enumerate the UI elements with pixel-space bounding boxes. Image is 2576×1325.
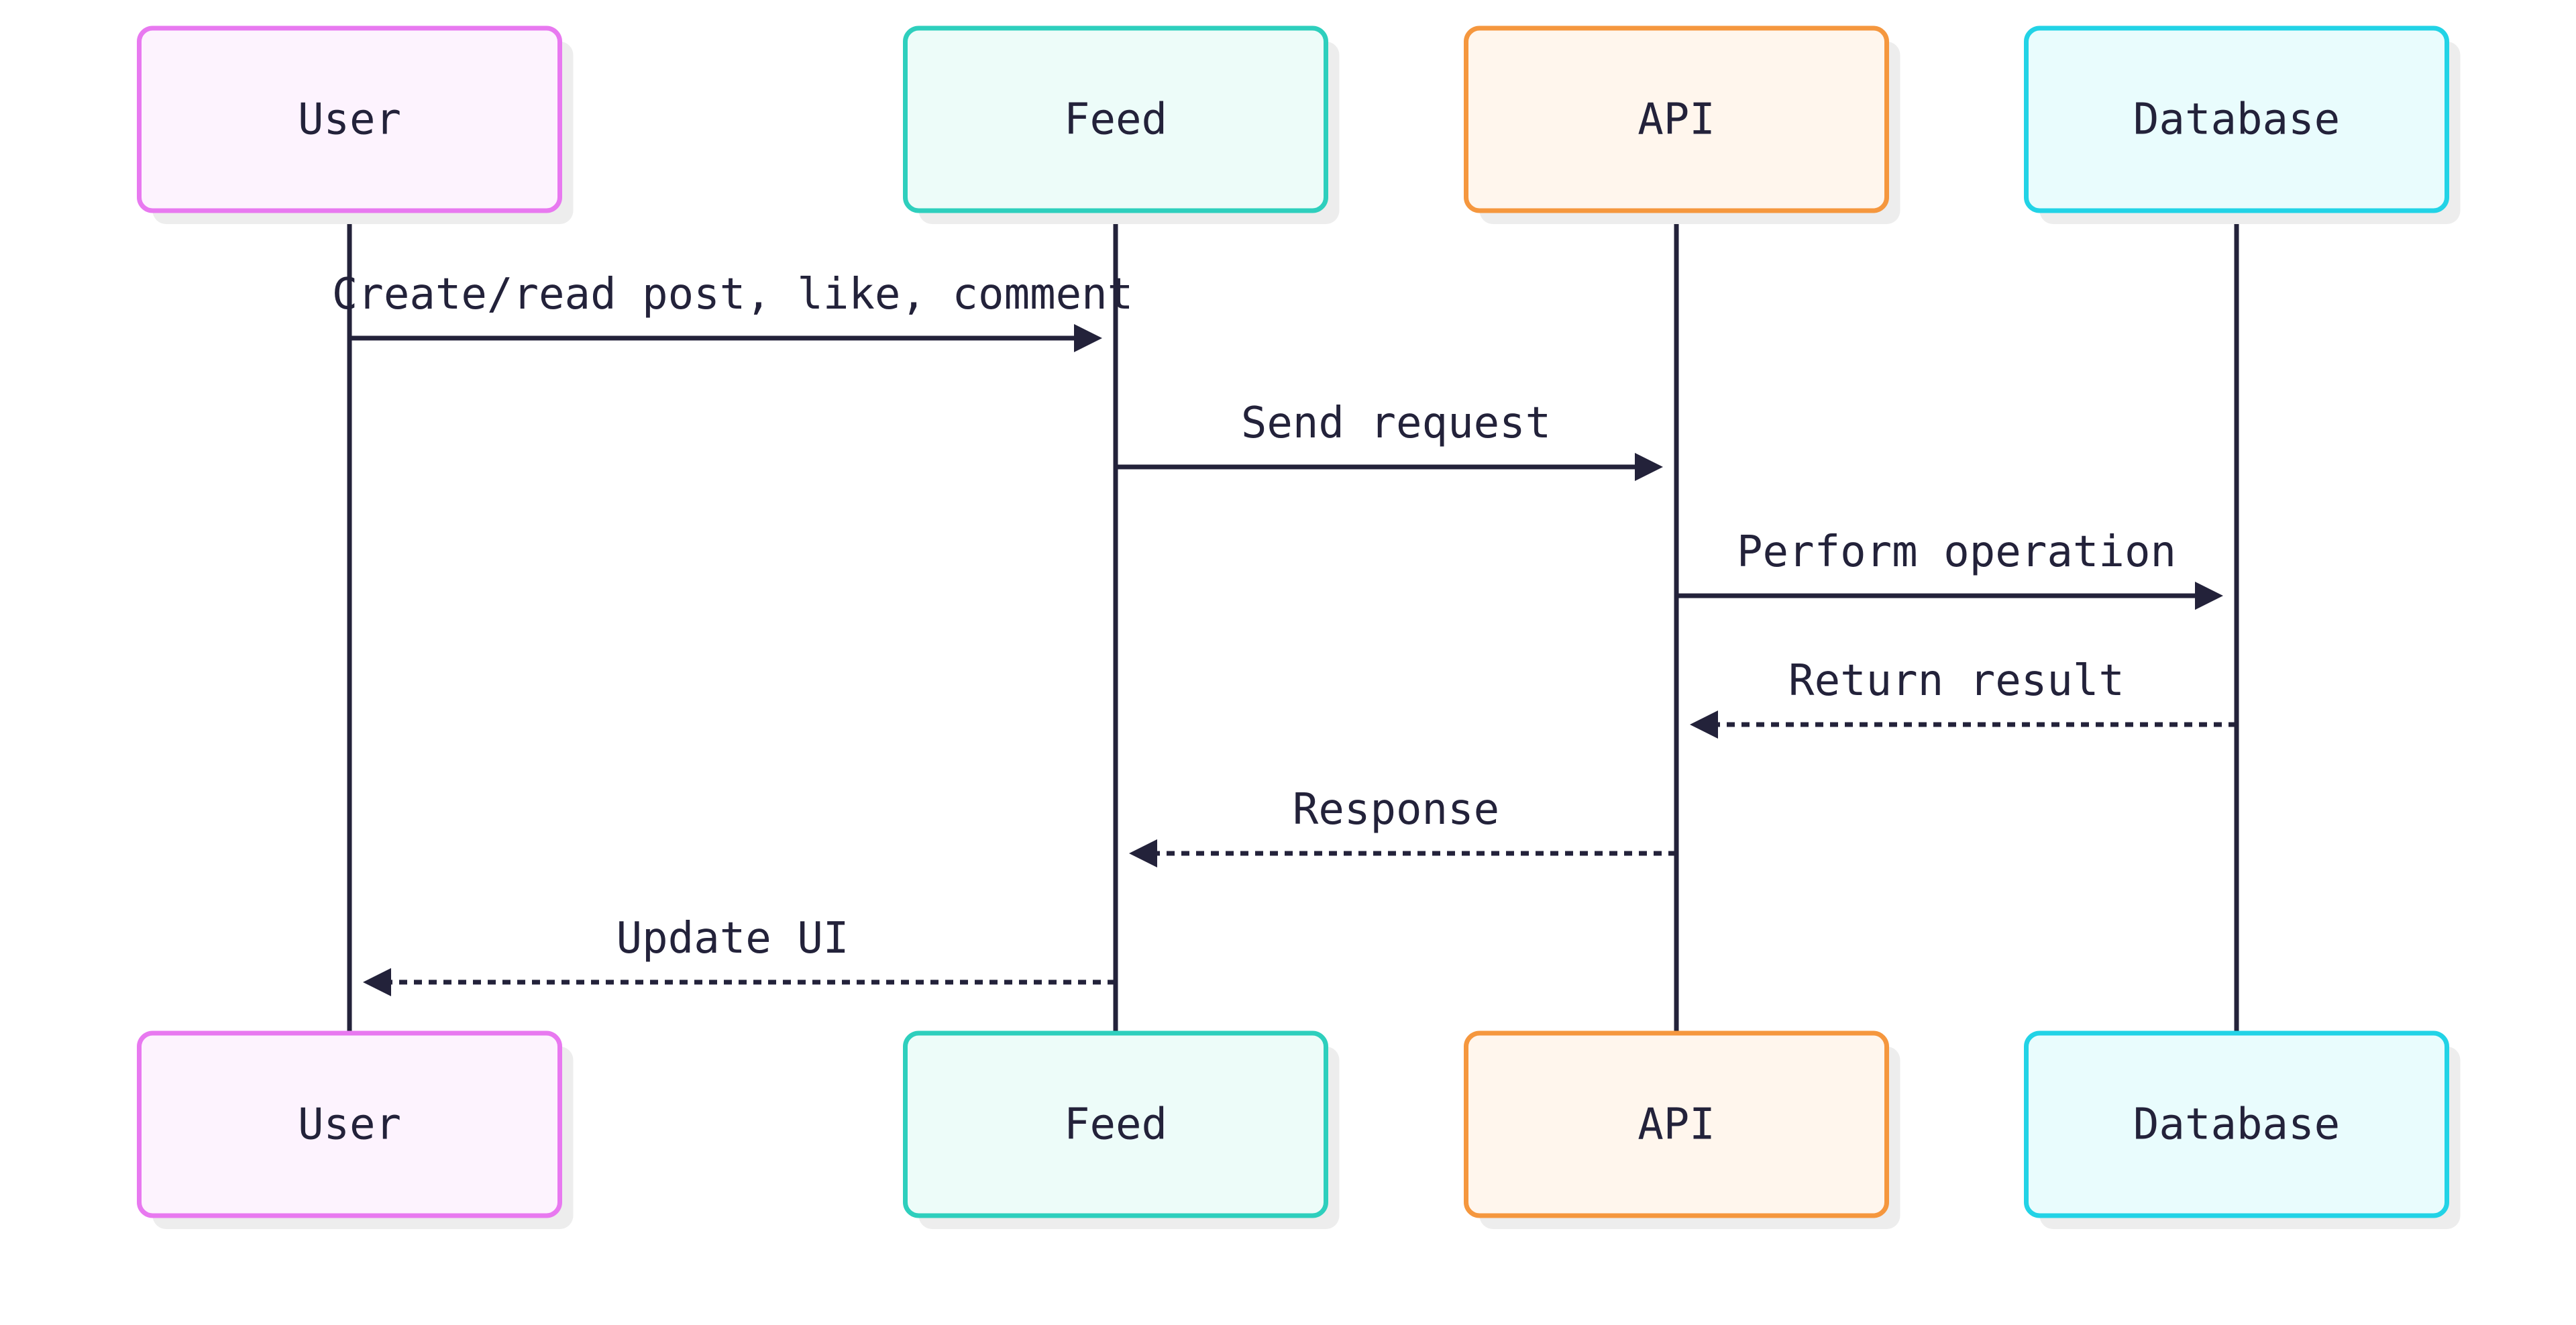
participant-user-bottom: User [137, 1030, 574, 1229]
participant-label: Database [2133, 1100, 2340, 1150]
participant-box [2024, 1030, 2449, 1218]
message-2: Send request [1116, 399, 1663, 481]
message-label: Create/read post, like, comment [332, 270, 1133, 319]
message-arrowhead [1129, 839, 1157, 867]
message-arrowhead [2195, 582, 2223, 610]
participant-label: API [1638, 95, 1715, 145]
participant-user-top: User [137, 25, 574, 224]
participant-database-top: Database [2024, 25, 2461, 224]
message-label: Perform operation [1737, 527, 2176, 577]
participant-feed-bottom: Feed [903, 1030, 1340, 1229]
participant-label: User [298, 1100, 401, 1150]
lifelines [347, 211, 2239, 1033]
participant-box [2024, 25, 2449, 213]
participant-box [903, 25, 1328, 213]
participant-api-bottom: API [1464, 1030, 1900, 1229]
participant-api-top: API [1464, 25, 1900, 224]
message-label: Send request [1241, 399, 1551, 448]
message-6: Update UI [363, 914, 1116, 996]
participant-box [1464, 1030, 1889, 1218]
message-4: Return result [1690, 656, 2237, 739]
message-3: Perform operation [1676, 527, 2223, 610]
participant-label: Feed [1064, 95, 1167, 145]
message-arrowhead [1635, 453, 1663, 481]
participant-label: API [1638, 1100, 1715, 1150]
participant-label: User [298, 95, 401, 145]
message-arrowhead [1074, 324, 1102, 352]
message-label: Return result [1788, 656, 2125, 706]
participant-database-bottom: Database [2024, 1030, 2461, 1229]
message-5: Response [1129, 785, 1676, 867]
participant-feed-top: Feed [903, 25, 1340, 224]
message-arrowhead [1690, 710, 1718, 739]
participant-box [1464, 25, 1889, 213]
participant-box [137, 1030, 562, 1218]
message-1: Create/read post, like, comment [332, 270, 1133, 352]
message-arrowhead [363, 968, 391, 996]
participant-box [137, 25, 562, 213]
message-label: Update UI [616, 914, 849, 963]
participant-label: Database [2133, 95, 2340, 145]
message-label: Response [1293, 785, 1499, 835]
participant-label: Feed [1064, 1100, 1167, 1150]
participant-box [903, 1030, 1328, 1218]
